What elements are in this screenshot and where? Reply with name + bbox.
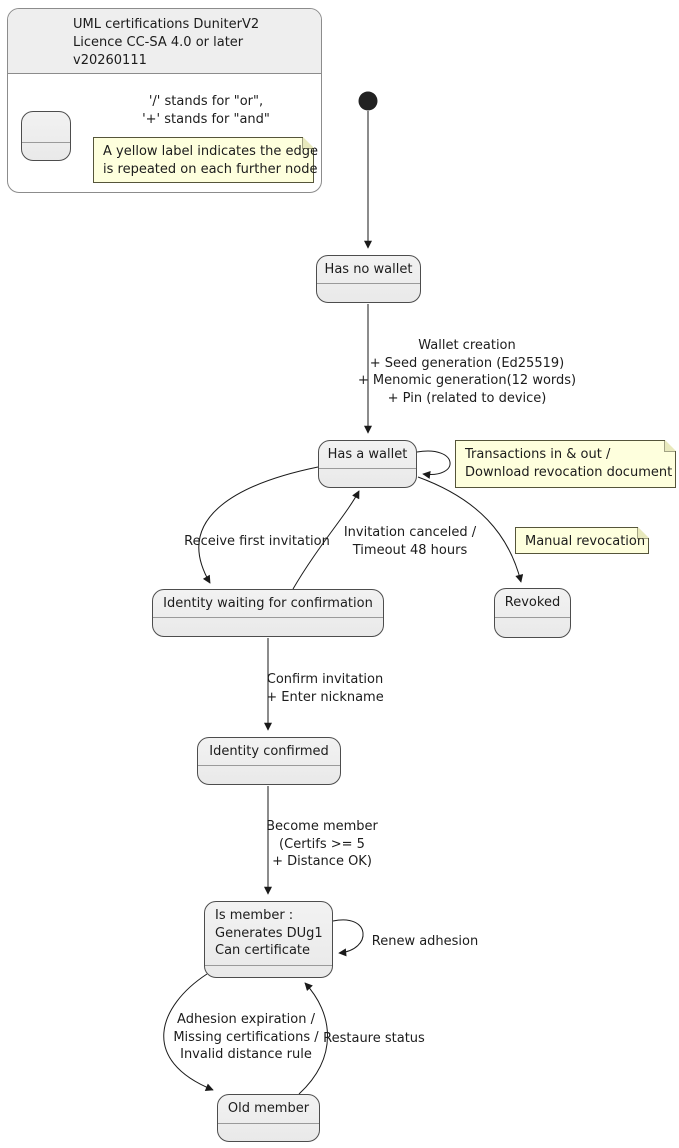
state-label: Identity confirmed — [209, 743, 329, 759]
state-has-a-wallet-title: Has a wallet — [319, 441, 416, 469]
state-bottom-compartment — [317, 284, 420, 302]
edge-label-adhesion-expiration: Adhesion expiration / Missing certificat… — [173, 1011, 318, 1064]
edge-label-line: Receive first invitation — [184, 534, 330, 549]
state-revoked: Revoked — [494, 588, 571, 638]
legend-note: A yellow label indicates the edge is rep… — [93, 137, 319, 183]
edge-label-line: Invalid distance rule — [180, 1047, 312, 1062]
state-label: Old member — [227, 1101, 310, 1117]
edge-label-line: Renew adhesion — [371, 934, 479, 949]
edge-label-confirm-invitation: Confirm invitation + Enter nickname — [266, 671, 383, 706]
state-label-line: Is member : — [215, 908, 294, 924]
state-revoked-title: Revoked — [495, 589, 570, 618]
initial-state-node — [358, 91, 378, 111]
edge-has-a-wallet-to-identity-waiting — [198, 466, 319, 584]
edge-label-line: Missing certifications / — [173, 1029, 319, 1045]
state-label: Revoked — [504, 595, 561, 611]
edge-label-line: + Menomic generation(12 words) — [357, 373, 577, 388]
edge-label-line: Restaure status — [323, 1031, 425, 1046]
state-bottom-compartment — [198, 766, 340, 784]
edge-label-line: Confirm invitation — [266, 672, 384, 687]
note-line: Manual revocation — [525, 534, 646, 549]
edge-label-become-member: Become member (Certifs >= 5 + Distance O… — [266, 818, 378, 871]
state-bottom-compartment — [319, 469, 416, 487]
edge-label-line: + Enter nickname — [266, 689, 384, 705]
state-identity-confirmed-title: Identity confirmed — [198, 738, 340, 766]
legend-box: UML certifications DuniterV2 Licence CC-… — [7, 8, 322, 193]
edge-old-member-to-is-member — [298, 982, 328, 1095]
edge-label-line: + Seed generation (Ed25519) — [369, 355, 565, 371]
edge-label-invitation-canceled: Invitation canceled / Timeout 48 hours — [344, 524, 476, 559]
legend-mini-state — [21, 111, 71, 161]
state-bottom-compartment — [495, 618, 570, 637]
edge-label-line: Wallet creation — [418, 338, 516, 353]
edge-label-line: Adhesion expiration / — [177, 1012, 315, 1027]
state-is-member: Is member : Generates DUg1 Can certifica… — [204, 901, 333, 978]
edge-label-line: Become member — [266, 819, 378, 834]
state-has-a-wallet: Has a wallet — [318, 440, 417, 488]
legend-title-line: UML certifications DuniterV2 — [73, 17, 260, 32]
legend-symbol-line: '+' stands for "and" — [142, 112, 270, 127]
state-has-no-wallet: Has no wallet — [316, 255, 421, 303]
legend-note-line: is repeated on each further node — [103, 161, 318, 177]
state-old-member-title: Old member — [218, 1095, 319, 1124]
note-line: Download revocation document — [465, 464, 673, 480]
edge-identity-waiting-to-has-a-wallet — [292, 490, 360, 590]
state-is-member-title: Is member : Generates DUg1 Can certifica… — [205, 902, 332, 966]
edge-label-line: Invitation canceled / — [343, 525, 477, 540]
legend-mini-state-title — [22, 112, 70, 143]
state-has-no-wallet-title: Has no wallet — [317, 256, 420, 284]
state-bottom-compartment — [205, 966, 332, 977]
legend-title: UML certifications DuniterV2 Licence CC-… — [8, 9, 321, 74]
edge-has-a-wallet-to-revoked — [417, 476, 524, 583]
edge-is-member-self-loop — [332, 919, 364, 957]
state-old-member: Old member — [217, 1094, 320, 1142]
state-label-line: Generates DUg1 — [215, 925, 323, 941]
state-identity-waiting-title: Identity waiting for confirmation — [153, 590, 383, 618]
edge-label-receive-first-invitation: Receive first invitation — [184, 533, 330, 551]
state-label-line: Can certificate — [215, 943, 311, 959]
edge-label-line: + Pin (related to device) — [387, 390, 547, 406]
legend-title-line: Licence CC-SA 4.0 or later — [73, 35, 244, 50]
state-label: Identity waiting for confirmation — [163, 595, 373, 611]
state-label: Has a wallet — [327, 446, 408, 462]
note-manual-revocation: Manual revocation — [515, 527, 649, 554]
edge-label-line: + Distance OK) — [272, 854, 372, 869]
edge-label-line: (Certifs >= 5 — [279, 836, 365, 852]
legend-mini-state-bottom — [22, 143, 70, 160]
note-line: Transactions in & out / — [465, 447, 611, 462]
state-bottom-compartment — [218, 1124, 319, 1141]
edge-label-line: Timeout 48 hours — [352, 542, 468, 558]
edge-label-renew-adhesion: Renew adhesion — [372, 933, 478, 951]
state-identity-confirmed: Identity confirmed — [197, 737, 341, 785]
legend-symbol-line: '/' stands for "or", — [148, 94, 264, 109]
legend-symbol-explanation: '/' stands for "or", '+' stands for "and… — [142, 93, 270, 129]
edge-is-member-to-old-member — [163, 973, 214, 1091]
legend-title-line: v20260111 — [73, 53, 147, 68]
edge-has-a-wallet-self-loop — [416, 450, 451, 479]
edge-label-wallet-creation: Wallet creation + Seed generation (Ed255… — [358, 337, 576, 407]
state-bottom-compartment — [153, 618, 383, 636]
note-has-a-wallet: Transactions in & out / Download revocat… — [455, 440, 676, 488]
state-label: Has no wallet — [324, 261, 413, 277]
edge-label-restaure-status: Restaure status — [323, 1030, 425, 1048]
legend-note-line: A yellow label indicates the edge — [103, 144, 319, 159]
state-identity-waiting: Identity waiting for confirmation — [152, 589, 384, 637]
